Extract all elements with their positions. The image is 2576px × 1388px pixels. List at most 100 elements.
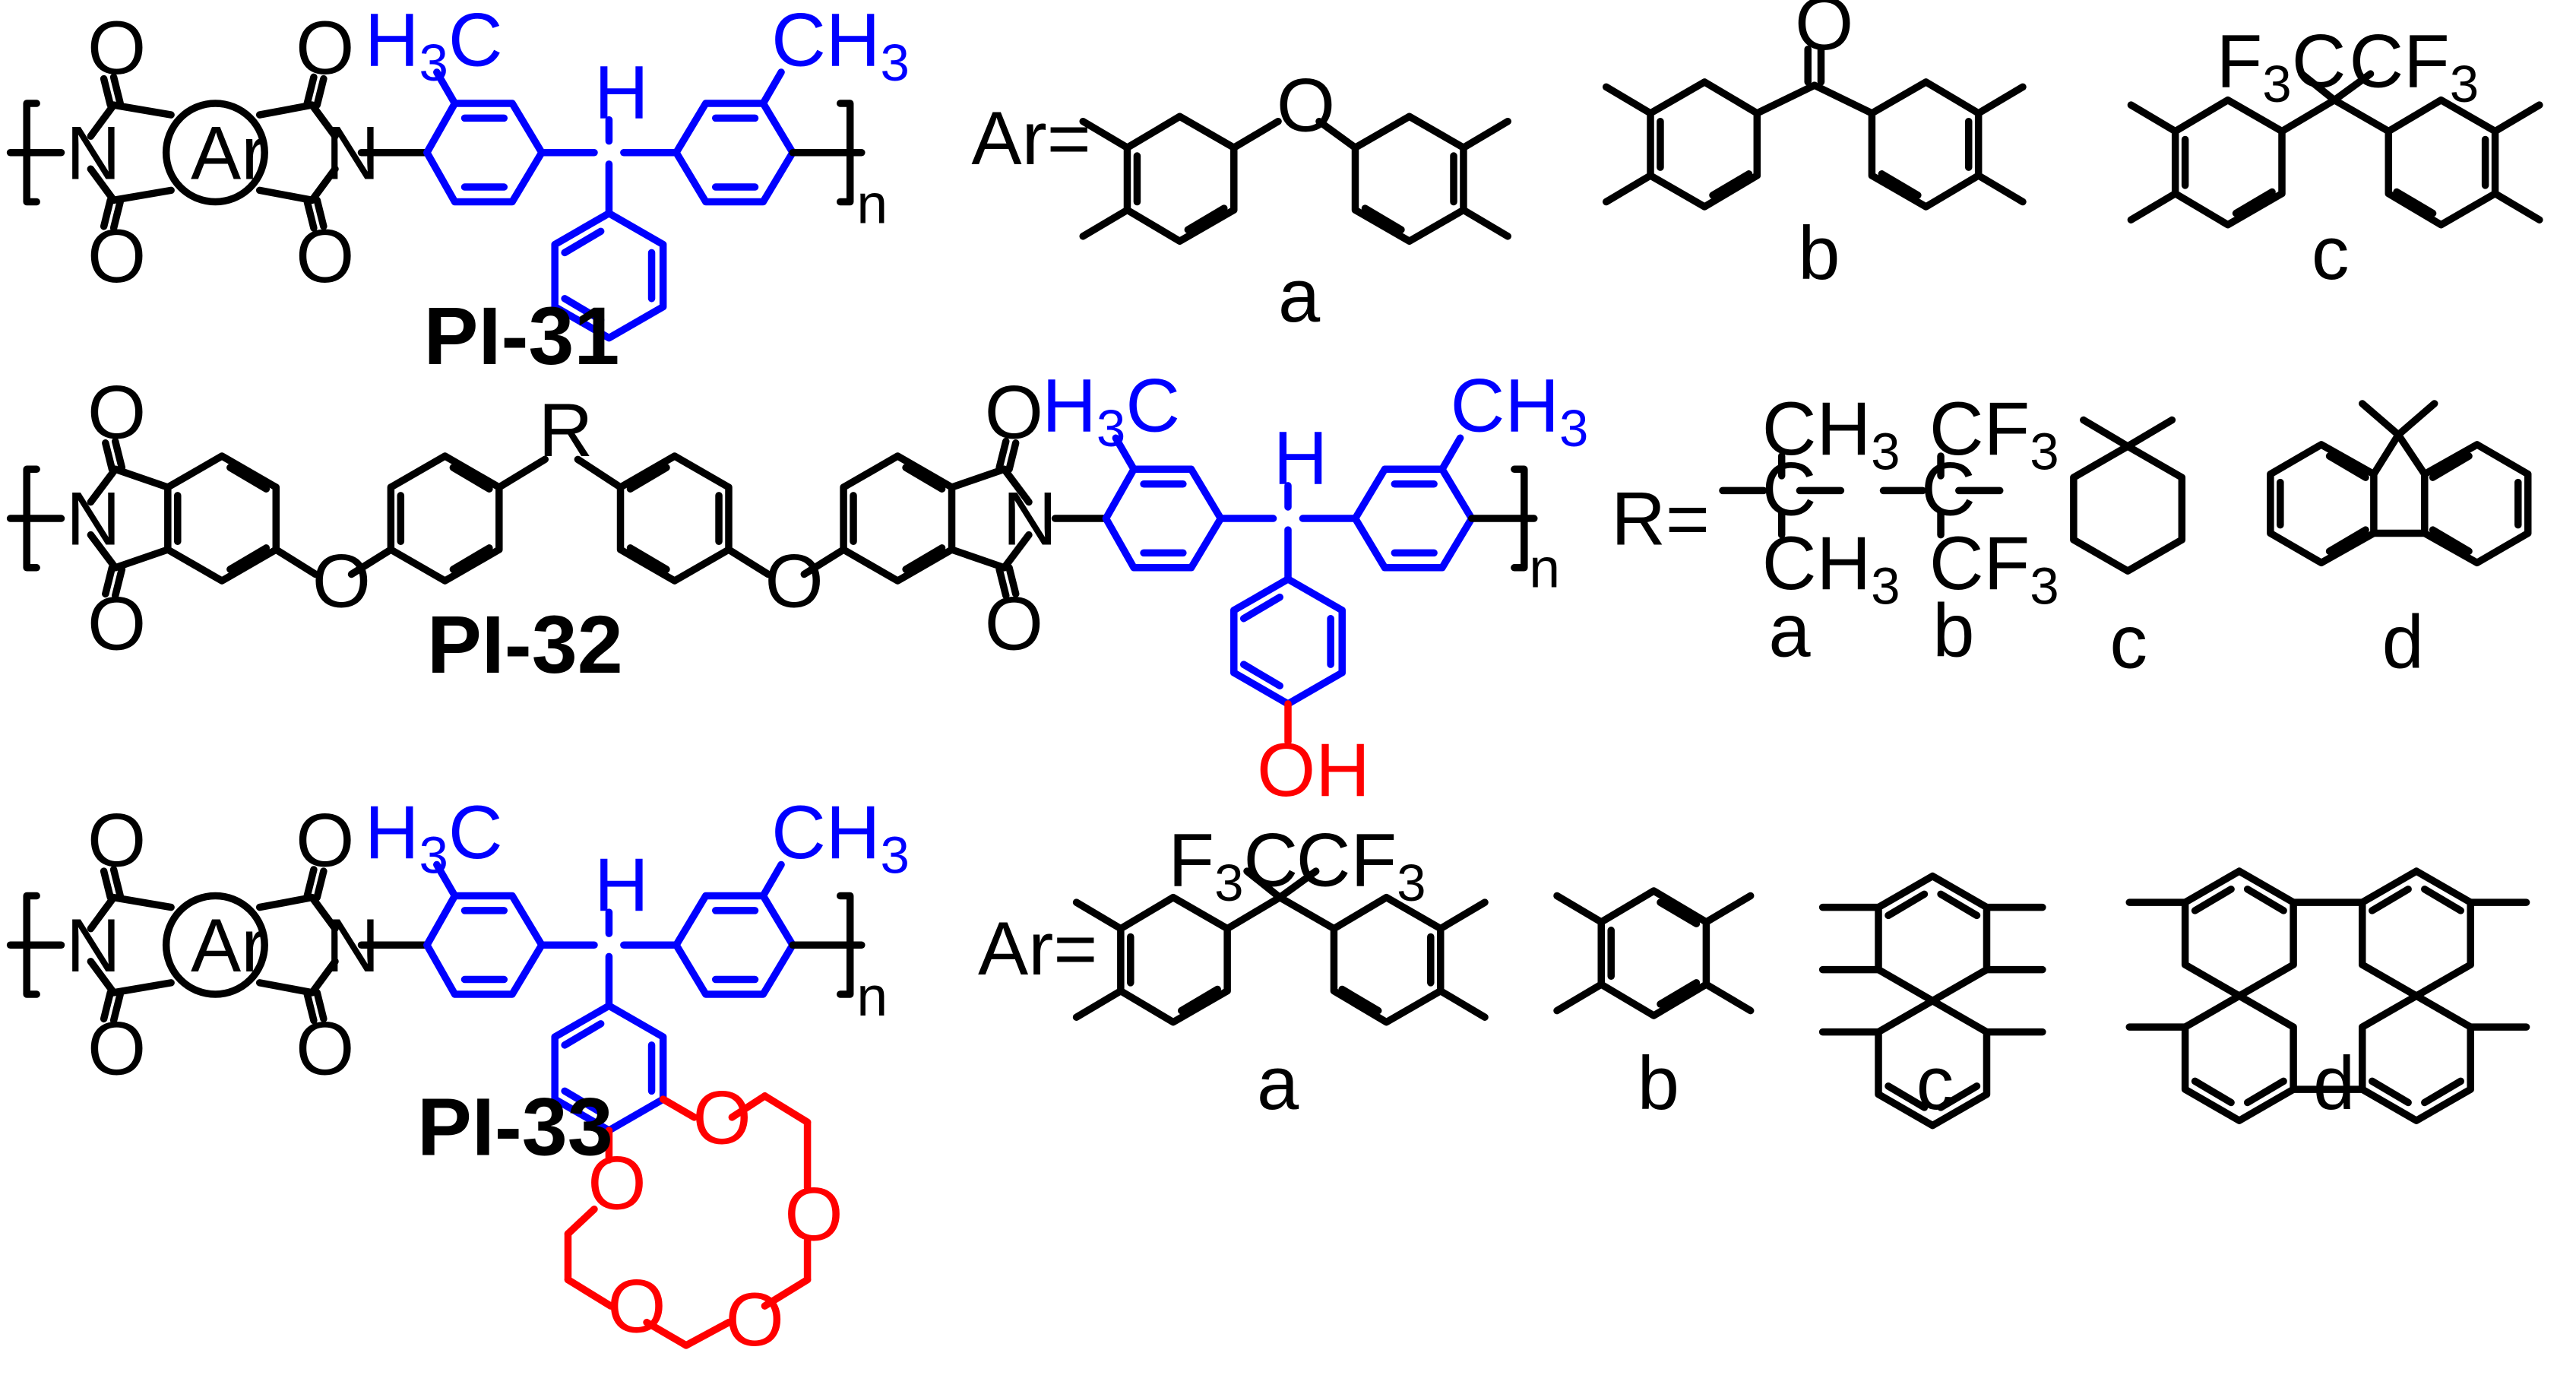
pi-32-methyl-left: H3C [1042,364,1180,458]
pi-31-methyl-right: CH3 [771,0,910,92]
pi-33-oxygen-br: O [296,1007,354,1092]
pi-31-option-b-structure [1602,46,2027,211]
pi-33-ar-label: Ar [191,904,266,988]
pi-33-methyl-left: H3C [365,791,503,884]
pi-33-oxygen-tr: O [296,799,354,883]
pi-33-ar-prefix: Ar= [978,907,1097,991]
pi-32-option-b-cf3-bottom: CF3 [1929,521,2059,615]
pi-33-option-a-structure [1072,867,1489,1026]
pi-32-methine-h: H [1274,417,1328,501]
pi-31-nitrogen-left: N [66,111,121,195]
pi-31-right-bracket [789,100,866,206]
pi-33-crown-oxygen-2: O [587,1142,646,1226]
pi-33-option-b-structure [1553,887,1755,1019]
pi-32-option-d-structure [2267,400,2532,567]
pi-32-option-c-label: c [2109,600,2147,684]
pi-33-compound-name: PI-33 [417,1081,613,1173]
pi-31-option-a-ether-oxygen: O [1277,64,1335,148]
pi-33-polymer: N N O O O O Ar H H3C CH3 [6,791,910,1362]
pi-32-option-b-structure [1879,452,2004,539]
pi-31-polymer: N N O O O O Ar H H3C CH3 [6,0,910,382]
pi-33-oxygen-bl: O [87,1007,146,1092]
pi-33-option-a-cf3: CF3 [1296,819,1426,912]
pi-33-option-c-structure [1818,872,2046,1130]
pi-32-option-b-cf3-top: CF3 [1929,387,2059,480]
pi-31-right-imide-ring [255,73,431,232]
pi-32-right-bracket [1467,465,1538,572]
pi-31-ar-core-circle [162,100,268,206]
pi-32-nitrogen-left: N [66,477,121,562]
pi-31-option-c-structure [2127,70,2543,229]
pi-31-option-c-cf3: CF3 [2349,19,2479,112]
pi-33-ar-core-circle [162,892,268,998]
pi-32-ether-oxygen-left: O [312,540,371,624]
pi-31-ar-label: Ar [191,111,266,195]
pi-32-option-a-methyl-top: CH3 [1762,387,1900,480]
pi-32-option-c-structure [2070,416,2186,575]
pi-32-oxygen-tl: O [87,370,146,455]
pi-31-option-b-label: b [1798,211,1840,296]
pi-31-oxygen-tr: O [296,6,354,90]
pi-32-oxygen-br: O [985,582,1043,667]
pi-32-oxygen-tr: O [985,370,1043,455]
pi-33-option-b-label: b [1638,1041,1679,1126]
pi-33-nitrogen-right: N [325,904,380,988]
pi-31-oxygen-bl: O [87,214,146,299]
pi-33-repeat-n: n [856,965,888,1028]
pi-32-compound-name: PI-32 [427,598,623,690]
pi-31-methine-h: H [594,50,649,135]
pi-32-ether-oxygen-right: O [764,540,823,624]
pi-33-option-d-structure [2125,867,2530,1124]
pi-32-repeat-n: n [1529,537,1560,600]
pi-32-option-b-label: b [1932,588,1974,673]
pi-32-polymer: N N O O O O O O R OH H H3C [6,364,1589,813]
pi-31-option-c-f3c: F3C [2217,19,2347,112]
pi-31-left-bracket [6,100,65,206]
pi-33-right-bracket [789,892,866,998]
pi-33-crown-oxygen-3: O [784,1173,843,1257]
pi-31-ar-prefix: Ar= [971,97,1090,181]
pi-33-option-c-label: c [1916,1041,1954,1126]
pi-31-compound-name: PI-31 [424,290,620,382]
pi-33-left-imide-ring [87,866,175,1025]
pi-32-option-a-methyl-bottom: CH3 [1762,521,1900,615]
pi-32-r-prefix: R= [1611,477,1710,562]
pi-32-option-a-carbon: C [1762,448,1817,532]
pi-33-crown-ether-ring [564,1092,812,1349]
pi-32-left-phthalimide [87,437,1110,600]
pi-31-repeat-n: n [856,173,888,236]
pi-33-option-a-f3c: F3C [1168,819,1298,912]
pi-32-option-a-structure [1719,452,1845,539]
pi-31-option-a-label: a [1278,254,1321,338]
pi-32-r-group-label: R [539,388,593,473]
pi-33-option-d-label: d [2313,1041,2355,1126]
pi-32-option-d-label: d [2382,600,2424,684]
pi-32-nitrogen-right: N [1002,477,1057,562]
pi-33-crown-oxygen-4: O [726,1278,784,1362]
pi-32-hydroxyl-group: OH [1257,728,1370,813]
pi-33-methine-h: H [594,843,649,927]
pi-33-right-imide-ring [255,866,431,1025]
pi-31-option-c-label: c [2312,211,2350,296]
pi-31-nitrogen-right: N [325,111,380,195]
pi-32-option-a-label: a [1768,588,1811,673]
pi-33-crown-oxygen-5: O [607,1265,666,1349]
pi-32-left-bracket [6,465,65,572]
pi-31-ar-options: Ar= O a [971,0,2543,338]
pi-32-methyl-right: CH3 [1451,364,1589,458]
pi-31-left-imide-ring [87,73,175,232]
pi-32-r-options: R= C CH3 CH3 a C CF3 CF3 b c [1611,387,2532,684]
pi-33-ar-options: Ar= F3C CF3 a [978,819,2530,1130]
pi-31-option-b-carbonyl-oxygen: O [1795,0,1853,66]
pi-31-oxygen-tl: O [87,6,146,90]
pi-33-oxygen-tl: O [87,799,146,883]
pi-32-option-b-carbon: C [1921,448,1976,532]
pi-33-methyl-right: CH3 [771,791,910,884]
pi-33-left-bracket [6,892,65,998]
pi-31-oxygen-br: O [296,214,354,299]
pi-33-nitrogen-left: N [66,904,121,988]
pi-31-methyl-left: H3C [365,0,503,92]
pi-33-option-a-label: a [1257,1041,1299,1126]
pi-31-option-a-structure [1079,112,1511,246]
